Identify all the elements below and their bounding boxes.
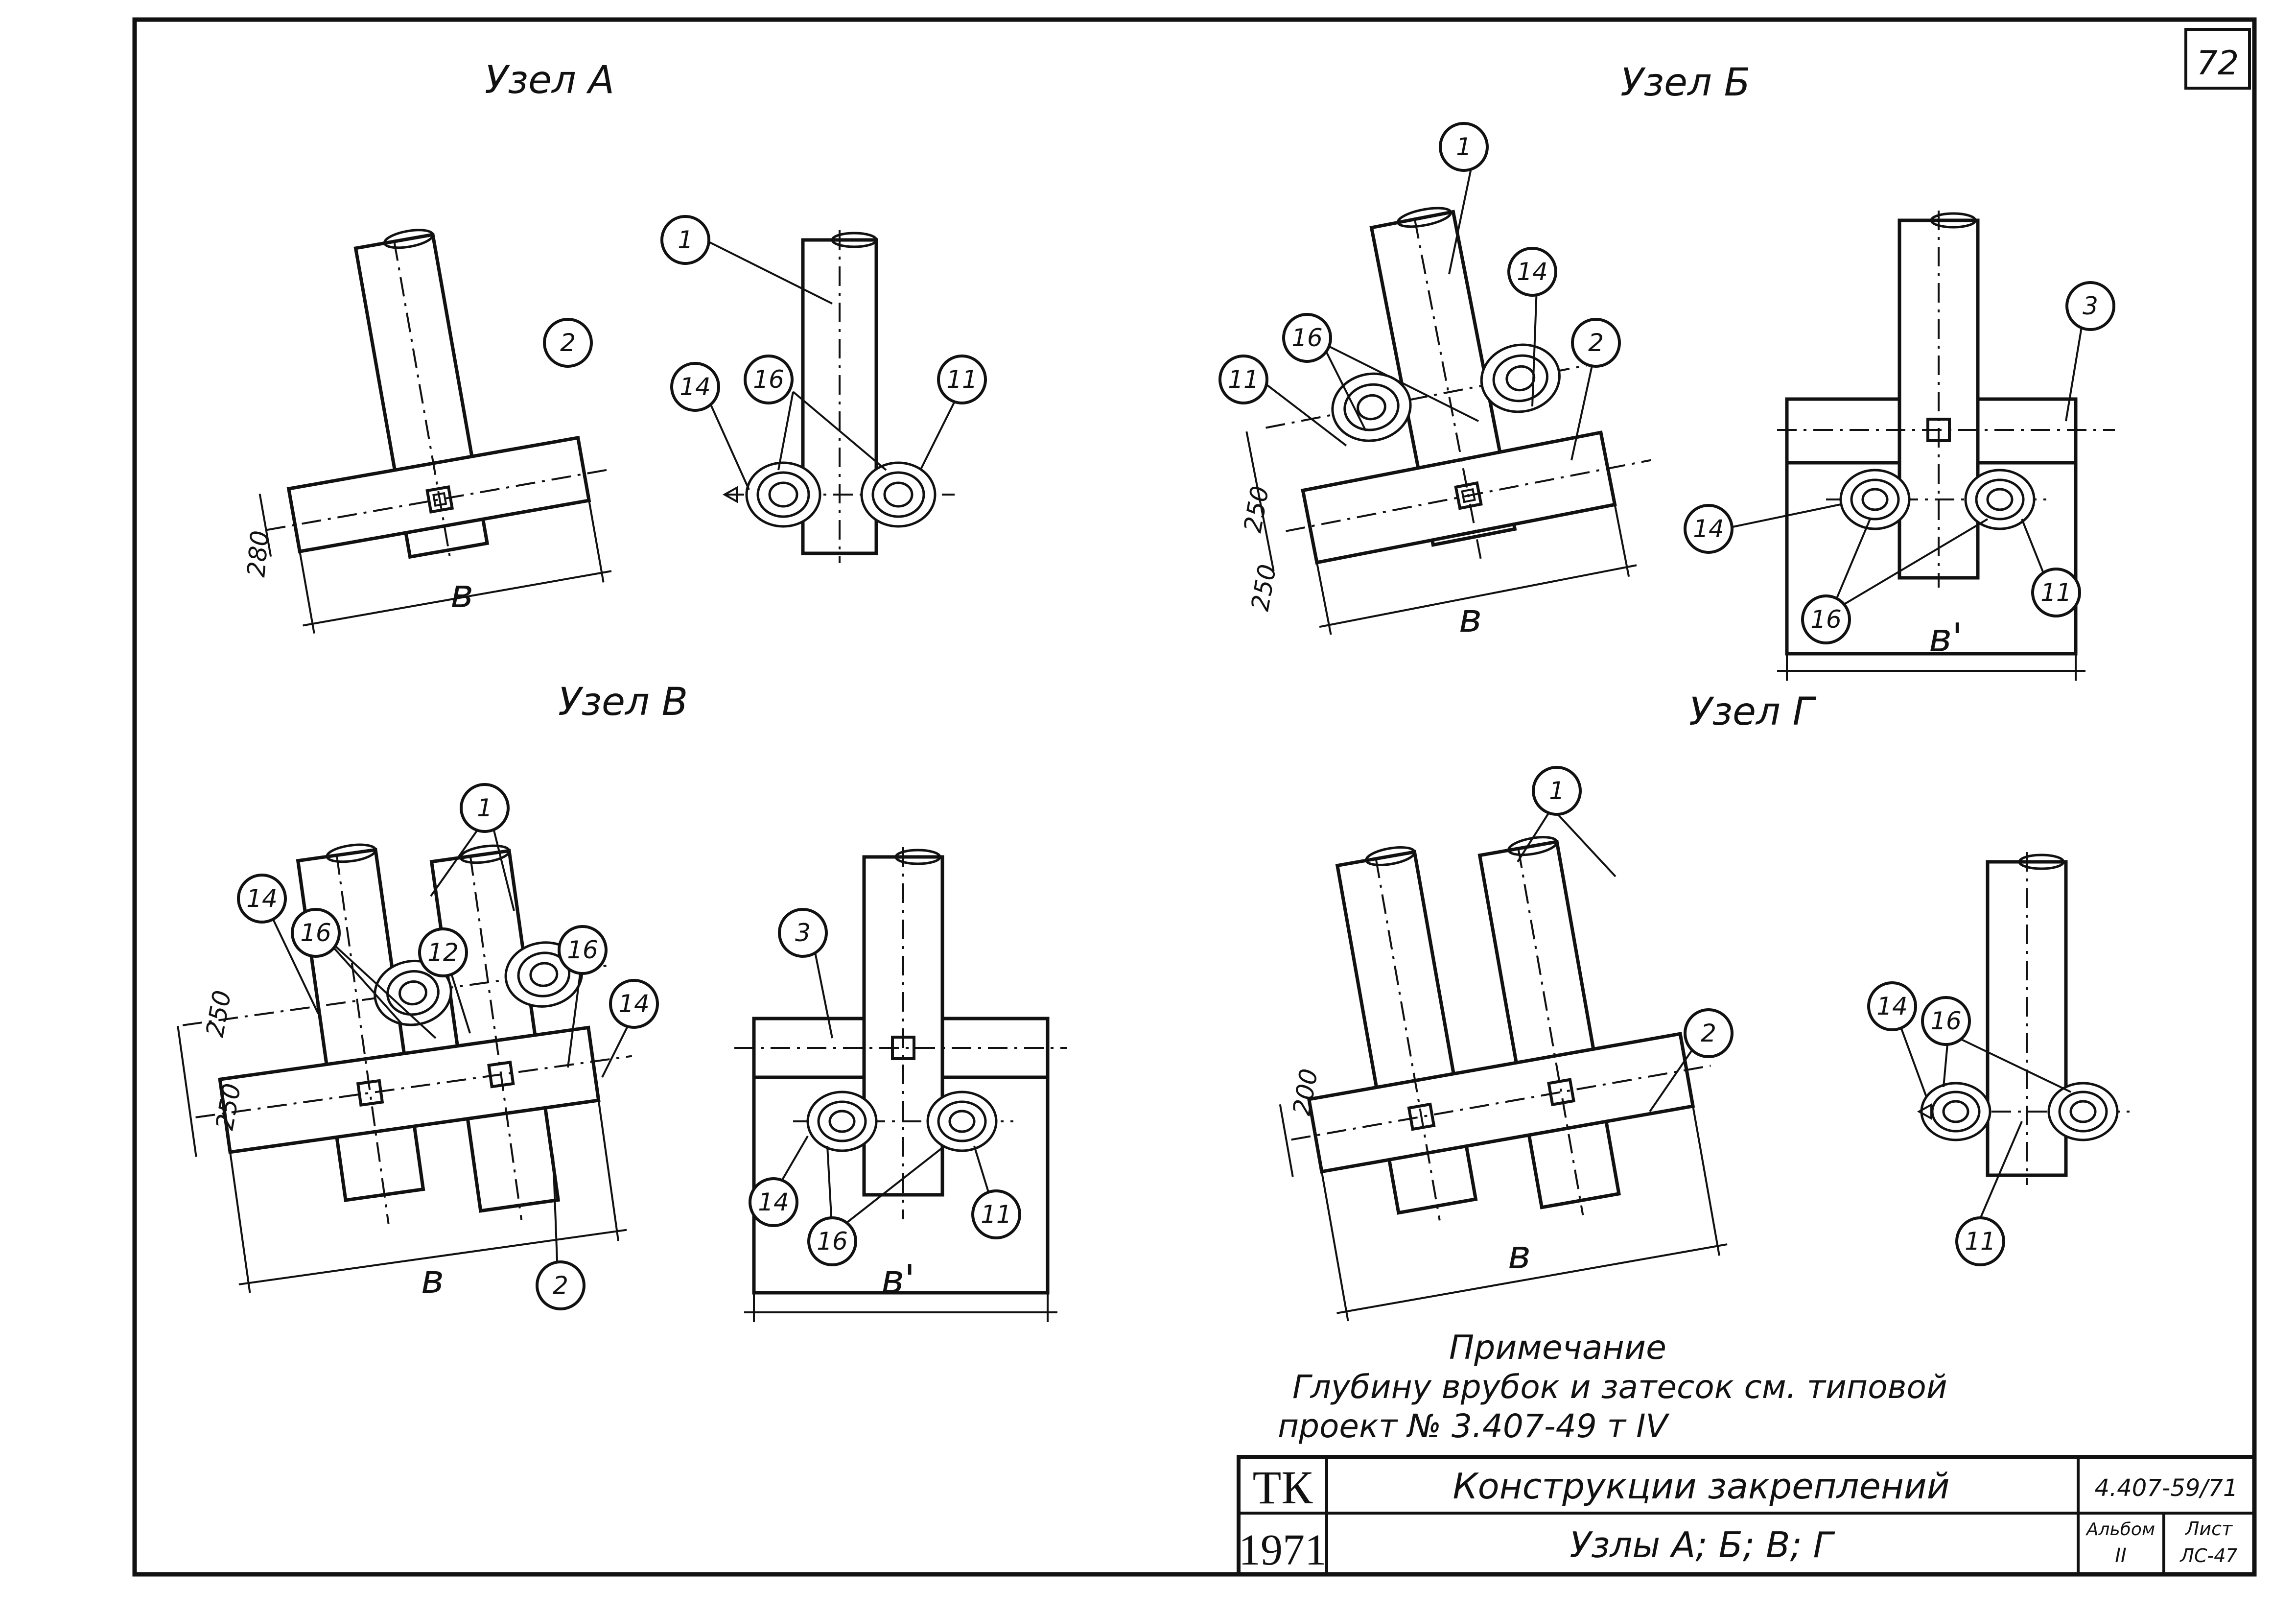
callout-b-14: 14 [1507,247,1557,297]
callout-b-3: 3 [2065,281,2115,331]
callout-g-1: 1 [1532,766,1582,816]
svg-text:2: 2 [1588,329,1604,357]
node-b-dim-offset1: 250 [1239,484,1275,535]
svg-text:14: 14 [246,884,278,913]
svg-text:11: 11 [1965,1227,1996,1256]
svg-text:16: 16 [1810,605,1842,634]
title-block-album-label: Альбом [2085,1519,2155,1540]
title-block-project: 4.407-59/71 [2094,1474,2238,1502]
callout-v-12: 12 [418,927,468,977]
callout-b-16: 16 [1282,313,1332,363]
callout-v-14: 14 [237,874,287,924]
sheet-border [132,17,2257,1577]
sheet-number: 72 [2197,44,2239,83]
callout-v-16: 16 [291,908,341,958]
svg-text:11: 11 [2040,578,2072,607]
callout-g-2: 2 [1684,1008,1734,1058]
node-a-clamp-right [860,461,937,528]
node-a-dim-offset: 280 [242,529,274,578]
note: Примечание Глубину врубок и затесок см. … [1278,1328,1947,1445]
node-a-clamp-left [745,461,821,528]
svg-text:11: 11 [981,1200,1012,1229]
callout-a-11: 11 [937,355,987,404]
svg-text:16: 16 [817,1227,848,1256]
svg-text:14: 14 [1693,515,1724,543]
note-title: Примечание [1449,1328,1666,1367]
callout-a-1: 1 [660,215,710,265]
callout-b-1: 1 [1439,122,1489,172]
node-b-dim-offset2: 250 [1246,562,1282,613]
svg-text:11: 11 [946,365,978,394]
note-line1: Глубину врубок и затесок см. типовой [1292,1368,1947,1406]
node-b-title: Узел Б [1620,61,1750,105]
callout-g-11: 11 [1955,1216,2005,1266]
title-block-sheet-label: Лист [2184,1518,2233,1540]
node-a-dim-width: в [450,571,473,617]
callout-bubbles: 2 1 14 16 11 1 14 2 16 11 3 14 16 11 1 1… [237,122,2115,1310]
callout-v-3: 3 [778,908,828,958]
callout-v-14b: 14 [609,979,659,1029]
callout-v-16r: 16 [807,1216,857,1266]
node-v-dim-offset1: 250 [201,988,237,1039]
svg-text:16: 16 [300,919,331,947]
callout-b-16r: 16 [1801,594,1851,644]
node-a: Узел А в 280 [242,58,961,634]
callout-v-16b: 16 [558,925,608,975]
callout-g-14: 14 [1867,981,1917,1031]
node-a-title: Узел А [485,58,614,102]
svg-text:1: 1 [1549,777,1565,805]
svg-text:14: 14 [1876,992,1908,1020]
node-g-dim-width: в [1508,1232,1531,1278]
svg-text:3: 3 [2083,292,2098,320]
node-b-dim-width: в [1459,595,1482,641]
callout-a-16: 16 [744,355,794,404]
svg-text:1: 1 [477,794,492,822]
svg-text:16: 16 [1930,1007,1962,1035]
callout-v-11r: 11 [971,1189,1021,1239]
title-block-sheet-value: ЛС-47 [2179,1545,2237,1566]
sheet-number-box [2184,28,2251,90]
callout-a-2: 2 [543,318,593,368]
svg-text:2: 2 [560,329,576,357]
svg-text:2: 2 [1701,1019,1716,1047]
callout-b-14r: 14 [1684,504,1734,554]
svg-text:16: 16 [753,365,784,394]
note-line2: проект № 3.407-49 т IV [1278,1407,1670,1445]
callout-v-2: 2 [536,1260,586,1310]
node-v-title: Узел В [558,680,688,724]
node-b-dim-width2: в' [1929,615,1963,661]
title-block-subtitle: Узлы А; Б; В; Г [1570,1524,1835,1566]
title-block-title: Конструкции закреплений [1453,1466,1950,1507]
title-block-org: ТК [1253,1461,1313,1514]
svg-text:12: 12 [427,938,459,967]
svg-text:11: 11 [1228,365,1259,394]
svg-text:16: 16 [1291,324,1323,352]
callout-g-16: 16 [1921,996,1971,1046]
callout-v-14r: 14 [749,1177,798,1227]
callout-a-14: 14 [670,362,720,412]
svg-text:14: 14 [1517,258,1548,286]
node-g: Узел Г в 200 [1279,690,2134,1322]
svg-text:1: 1 [1456,133,1472,161]
node-b: Узел Б в 250 250 [1239,61,2115,681]
title-block-album-value: II [2115,1544,2127,1567]
svg-text:2: 2 [553,1271,568,1300]
callout-v-1: 1 [460,783,510,833]
svg-text:14: 14 [758,1188,789,1216]
title-block-year: 1971 [1239,1526,1327,1574]
svg-text:1: 1 [678,226,693,254]
title-block: ТК 1971 Конструкции закреплений Узлы А; … [1237,1455,2256,1576]
callout-b-11r: 11 [2031,568,2081,617]
svg-text:14: 14 [679,373,711,401]
svg-text:16: 16 [567,936,598,964]
svg-text:14: 14 [618,990,650,1018]
node-g-title: Узел Г [1689,690,1817,734]
node-v-dim-width: в [421,1257,444,1302]
callout-b-2: 2 [1571,318,1621,368]
svg-text:3: 3 [795,919,811,947]
node-v-dim-width2: в' [881,1257,915,1302]
callout-b-11: 11 [1218,355,1268,404]
